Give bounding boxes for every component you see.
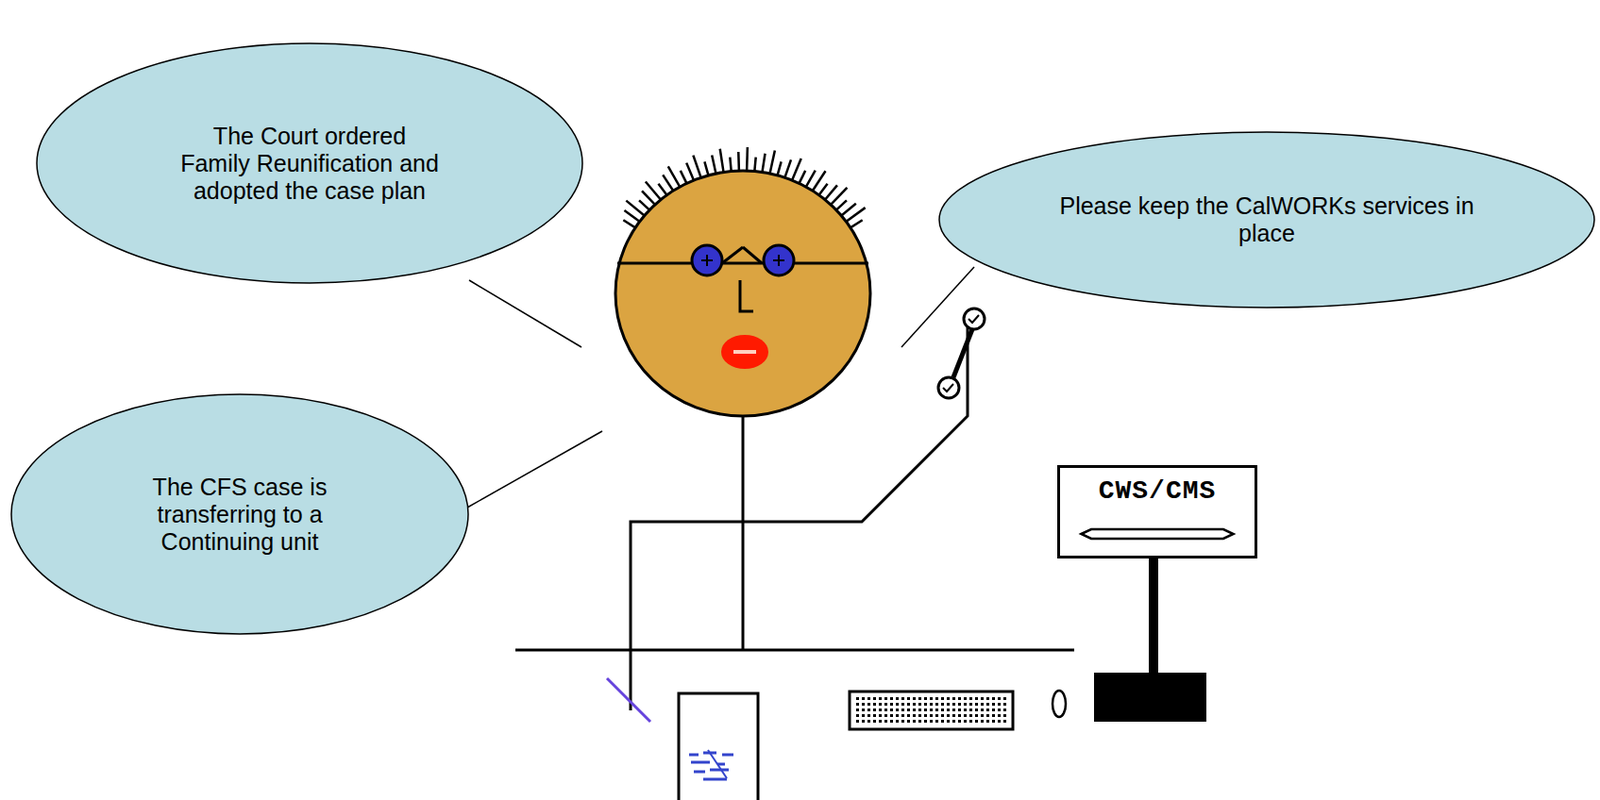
phone [938,308,985,399]
monitor-screen: CWS/CMS [1057,465,1258,559]
screen-label: CWS/CMS [1057,476,1258,507]
speech-bubble: Please keep the CalWORKs services in pla… [938,131,1596,309]
lips-line [733,350,757,354]
lips [721,335,769,370]
nose [740,280,754,312]
chair-leg [606,678,651,723]
mouse [1052,690,1066,718]
bubble-text: The Court ordered Family Reunification a… [177,122,442,205]
paper [678,693,758,800]
bubble-text: Please keep the CalWORKs services in pla… [1059,192,1475,248]
body [741,413,745,651]
desk [515,649,1075,653]
bubble-text: The CFS case is transferring to a Contin… [138,473,342,556]
monitor-stand [1094,558,1207,723]
glasses [617,245,869,276]
speech-bubble: The CFS case is transferring to a Contin… [10,393,470,636]
speech-bubble: The Court ordered Family Reunification a… [35,42,584,285]
head [615,170,871,417]
keyboard [849,691,1013,730]
